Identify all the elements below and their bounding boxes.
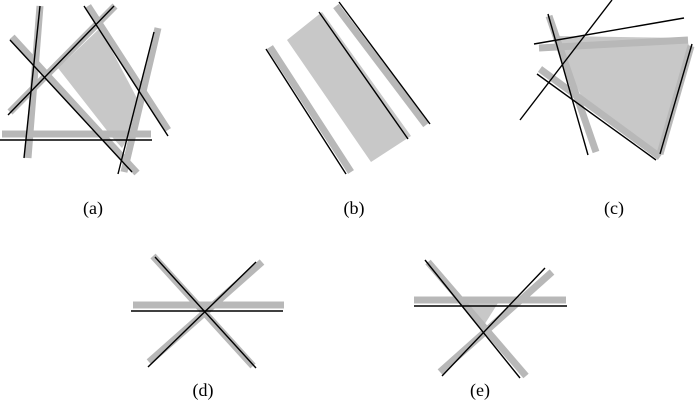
panel-a-line-2 xyxy=(9,39,133,173)
panel-d-line-3 xyxy=(147,261,257,368)
panel-a-line-6 xyxy=(117,31,155,175)
panel-c-line-2 xyxy=(533,17,685,45)
panel-b-band-2 xyxy=(333,3,429,128)
panel-a-caption: (a) xyxy=(83,198,103,219)
panel-b-strip-region xyxy=(287,12,411,162)
panel-c-line-4 xyxy=(536,73,657,161)
panel-c-line-3 xyxy=(519,0,613,121)
panel-e: (e) xyxy=(414,259,567,401)
panel-e-band-2 xyxy=(425,259,529,379)
panel-d: (d) xyxy=(131,253,284,401)
panel-c-band-2 xyxy=(538,36,689,52)
panel-a-line-1 xyxy=(23,5,41,159)
panel-c-band-3 xyxy=(537,66,663,160)
panel-b-line-2 xyxy=(338,1,431,125)
panel-e-line-2 xyxy=(424,259,521,379)
panel-b-caption: (b) xyxy=(344,198,365,219)
panel-b-band-1 xyxy=(267,45,354,174)
panel-a: (a) xyxy=(0,3,171,219)
panel-a-feasible-region xyxy=(58,28,140,148)
panel-a-band-5 xyxy=(85,4,171,132)
panel-e-line-3 xyxy=(441,267,546,377)
panel-b: (b) xyxy=(265,1,431,219)
panel-c-line-5 xyxy=(659,43,693,155)
panel-c-feasible-region xyxy=(558,36,690,154)
panel-d-caption: (d) xyxy=(193,380,214,401)
panel-e-band-3 xyxy=(437,269,555,375)
panel-c-line-1 xyxy=(547,13,589,156)
panel-b-line-3 xyxy=(318,11,409,140)
panel-d-line-2 xyxy=(154,256,257,369)
panel-c-caption: (c) xyxy=(604,198,624,219)
panel-a-line-5 xyxy=(83,5,169,137)
panel-a-band-2 xyxy=(9,34,140,176)
panel-e-caption: (e) xyxy=(470,380,490,401)
panel-b-line-1 xyxy=(265,48,347,175)
panel-c-band-1 xyxy=(545,14,600,154)
panel-c: (c) xyxy=(519,0,695,219)
panel-a-band-6 xyxy=(120,27,162,173)
